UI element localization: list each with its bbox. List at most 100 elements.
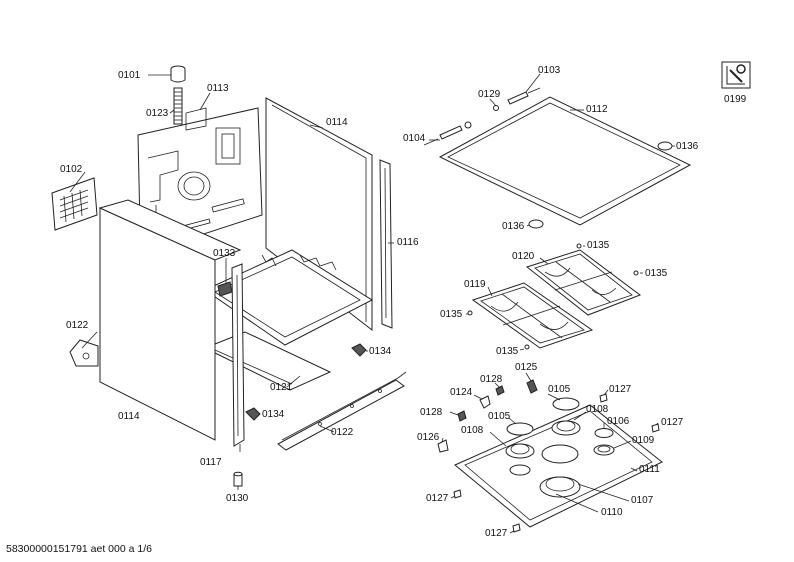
clip-0134-b [245, 407, 261, 421]
label-0108-b: 0108 [461, 425, 484, 436]
label-0103: 0103 [538, 65, 561, 76]
vertical-strip [231, 263, 245, 447]
label-0135-d: 0135 [496, 346, 519, 357]
hinge-0104 [439, 125, 463, 140]
label-0106: 0106 [607, 416, 630, 427]
base-bottom-plate [203, 331, 332, 391]
label-0122-rail: 0122 [331, 427, 354, 438]
label-0102: 0102 [60, 164, 83, 175]
cabinet-group [51, 65, 407, 490]
back-panel-round-cutout [177, 171, 211, 201]
label-0114-front: 0114 [118, 411, 140, 422]
label-0109: 0109 [632, 435, 655, 446]
label-0128-a: 0128 [480, 374, 503, 385]
label-0127-a: 0127 [609, 384, 632, 395]
label-0130: 0130 [226, 493, 249, 504]
document-footer: 58300000151791 aet 000 a 1/6 [6, 543, 152, 555]
label-0129: 0129 [478, 89, 501, 100]
service-icon [721, 61, 751, 89]
part-0126 [437, 439, 449, 453]
label-0136-right: 0136 [676, 141, 699, 152]
lid-group [423, 73, 692, 229]
label-0133: 0133 [213, 248, 236, 259]
clip-0134-a [351, 343, 367, 357]
bumper-0135-c [467, 310, 473, 316]
part-0125 [526, 379, 538, 394]
terminal-block-slots [59, 189, 89, 223]
label-0127-c: 0127 [426, 493, 449, 504]
hinge-0103 [507, 91, 529, 105]
hinge-pin-0103 [527, 87, 541, 94]
trim-strip-line [384, 167, 387, 319]
leaders-supports [466, 245, 643, 351]
leaders-hob [441, 372, 659, 534]
back-panel-tab [185, 107, 207, 131]
label-0122-left: 0122 [66, 320, 89, 331]
glass-lid [438, 96, 692, 226]
back-panel-round-inner [183, 176, 205, 196]
label-0110: 0110 [601, 507, 623, 518]
burner-cap-0105-b [506, 422, 534, 436]
hinge-bracket-hole [82, 352, 90, 360]
rail-bottom-edge [281, 371, 407, 441]
flue-pipe [173, 87, 183, 125]
base-frame-notches [299, 254, 337, 271]
label-0105-b: 0105 [488, 411, 511, 422]
label-0114-top: 0114 [326, 117, 348, 128]
label-0199: 0199 [724, 94, 747, 105]
back-panel-window-inner [221, 133, 235, 159]
base-bottom-line [214, 349, 293, 385]
base-frame-inner [214, 256, 361, 338]
buffer-0136-b [528, 219, 544, 229]
label-0134-right: 0134 [369, 346, 392, 357]
label-0121: 0121 [270, 382, 293, 393]
screw-0129-b [493, 105, 499, 111]
burner-cap-0105-a [552, 397, 580, 411]
base-frame [203, 249, 374, 346]
hob-group [437, 372, 663, 534]
burner-base-left [509, 464, 531, 476]
burner-top-0108 [551, 397, 581, 436]
label-0128-b: 0128 [420, 407, 443, 418]
label-0113: 0113 [207, 83, 229, 94]
label-0101: 0101 [118, 70, 141, 81]
buffer-0136-a [657, 141, 673, 151]
burner-cap-0106 [594, 428, 614, 438]
label-0111: 0111 [639, 464, 660, 475]
vertical-strip-line [236, 274, 239, 437]
label-0126: 0126 [417, 432, 440, 443]
hinge-bracket-left [69, 339, 99, 367]
label-0136-left: 0136 [502, 221, 525, 232]
label-0104: 0104 [403, 133, 426, 144]
glass-lid-inner [447, 102, 681, 219]
label-0127-d: 0127 [485, 528, 508, 539]
flue-cap [170, 69, 186, 83]
rail-bottom [277, 379, 405, 451]
bumper-0135-a [576, 243, 582, 249]
label-0107: 0107 [631, 495, 654, 506]
burner-left-0108 [505, 422, 535, 476]
part-0127-d [512, 523, 521, 533]
back-panel-window [215, 127, 241, 165]
label-0135-a: 0135 [587, 240, 610, 251]
burner-small-0109 [593, 428, 615, 456]
side-panel-right-flange [271, 104, 367, 322]
part-0128-b [457, 410, 467, 422]
label-0127-b: 0127 [661, 417, 684, 428]
label-0105-a: 0105 [548, 384, 571, 395]
side-panel-right [265, 97, 373, 332]
side-panel-front-top [98, 199, 242, 261]
leaders-lid [429, 73, 675, 227]
back-panel-slot [211, 198, 245, 213]
burner-cap-0105-c [541, 444, 579, 464]
part-0127-c [453, 489, 462, 499]
foot-0130-top [233, 471, 243, 477]
label-0134-left: 0134 [262, 409, 285, 420]
bumper-0135-d [524, 344, 530, 350]
bumper-0135-b [633, 270, 639, 276]
label-0119: 0119 [464, 279, 486, 290]
trim-strip [379, 159, 393, 329]
label-0124: 0124 [450, 387, 473, 398]
leaders-left [69, 74, 394, 490]
